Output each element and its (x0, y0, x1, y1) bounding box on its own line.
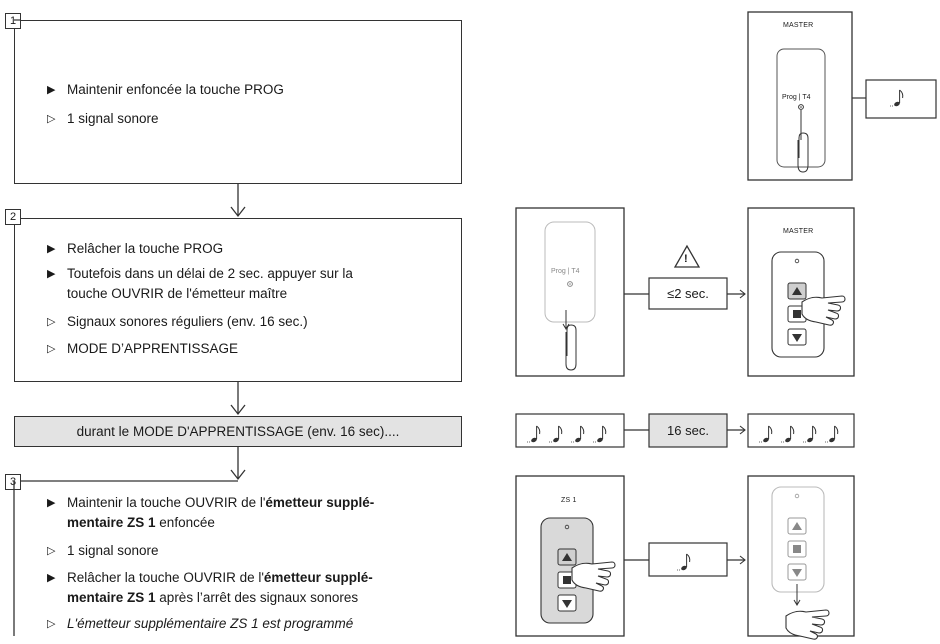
prog-card (516, 208, 649, 376)
sound-box-bottom (649, 543, 727, 576)
arrow-right-icon (727, 556, 745, 564)
master-label-remote: MASTER (783, 228, 813, 235)
time-16sec-label: 16 sec. (649, 414, 727, 447)
arrow-right-icon (727, 426, 745, 434)
sound-box-top (866, 80, 936, 118)
warning-mark: ! (684, 253, 688, 265)
prog-label-top: Prog | T4 (782, 94, 811, 101)
sound-sequence-left (516, 414, 649, 447)
arrow-right-icon (727, 290, 745, 298)
zs1-card (516, 476, 649, 636)
master-label-top: MASTER (783, 22, 813, 29)
time-2sec-label: ≤2 sec. (649, 278, 727, 309)
prog-label: Prog | T4 (551, 268, 580, 275)
sound-sequence-right (748, 414, 854, 447)
zs1-release-card (748, 476, 854, 639)
zs1-label: ZS 1 (561, 497, 577, 504)
